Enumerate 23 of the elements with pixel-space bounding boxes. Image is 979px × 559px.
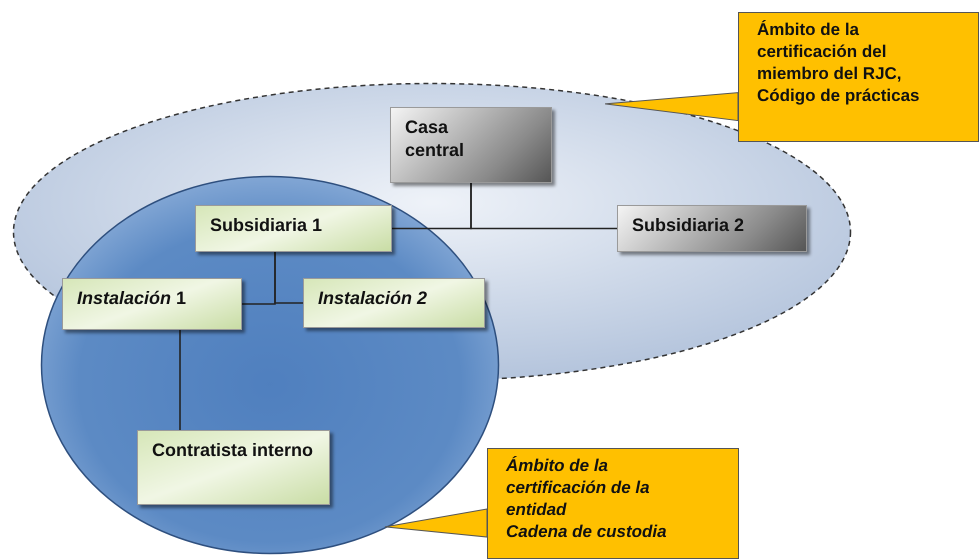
callout-box [487, 448, 739, 559]
org-box [62, 278, 242, 330]
box-label: Subsidiaria 2 [632, 215, 744, 235]
box-label: Subsidiaria 1 [210, 215, 322, 235]
box-label: Contratista interno [152, 440, 314, 460]
org-box [303, 278, 485, 328]
callout-text: Código de prácticas [757, 85, 920, 108]
box-label: Instalación 1 [77, 288, 186, 308]
box-label: Casa central [405, 117, 464, 160]
org-box [137, 430, 330, 505]
connector-line [470, 183, 617, 230]
callout-text: Cadena de custodia [506, 521, 668, 544]
callout-text: Ámbito de la certificación del miembro del RJC, [757, 19, 903, 86]
org-box [390, 107, 552, 183]
connector-line [274, 252, 303, 304]
box-label: Instalación 2 [318, 288, 428, 308]
callout-pointer [384, 508, 488, 538]
callout-pointer [604, 92, 738, 122]
callout-box [738, 12, 979, 142]
org-box [617, 205, 807, 252]
connector-line [179, 330, 181, 430]
org-box [195, 205, 392, 252]
callout-text: Ámbito de la certificación de la entidad [506, 455, 651, 522]
